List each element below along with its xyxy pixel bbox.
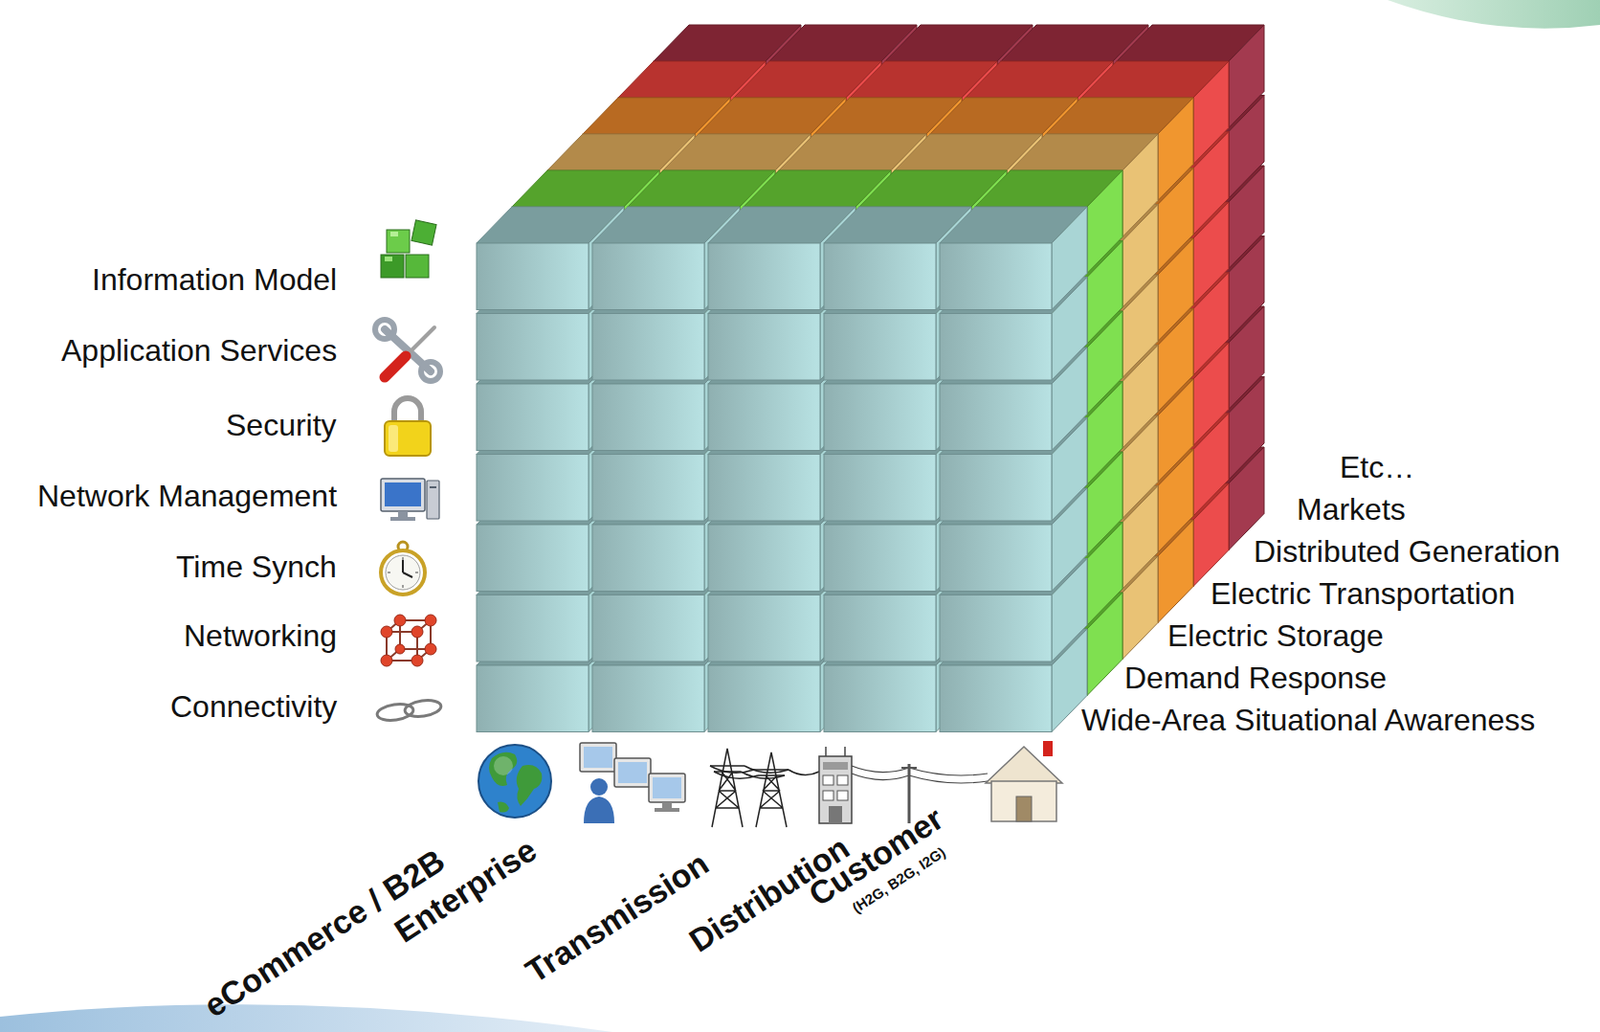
customer-house-icon <box>985 740 1063 822</box>
cube-grid <box>476 24 1265 733</box>
security-padlock-icon <box>384 398 431 456</box>
block-front-face <box>823 595 936 663</box>
block-front-face <box>823 665 936 733</box>
application-label: Etc… <box>1339 451 1415 483</box>
layer-label: Network Management <box>37 480 337 512</box>
block-side-face <box>1051 206 1088 311</box>
block-front-face <box>939 313 1052 381</box>
block-side-face <box>1157 97 1194 201</box>
layer-label: Security <box>225 409 337 441</box>
block-front-face <box>708 595 821 663</box>
block-front-face <box>823 243 936 311</box>
connectivity-chain-icon <box>376 697 443 722</box>
corner-swoosh <box>1387 0 1600 29</box>
application-label: Electric Transportation <box>1210 577 1515 609</box>
block-front-face <box>592 383 705 451</box>
block-side-face <box>1228 24 1265 129</box>
application-label: Markets <box>1296 493 1406 525</box>
block-front-face <box>939 665 1052 733</box>
application-label: Electric Storage <box>1167 620 1384 651</box>
block-front-face <box>592 313 705 381</box>
block-front-face <box>708 454 821 522</box>
block-front-face <box>476 665 589 733</box>
application-label: Distributed Generation <box>1253 535 1560 567</box>
block-side-face <box>1087 170 1123 274</box>
time-synch-clock-icon <box>380 541 425 595</box>
block-front-face <box>592 595 705 663</box>
block-front-face <box>476 313 589 381</box>
block-front-face <box>823 383 936 451</box>
block-front-face <box>592 454 705 522</box>
layer-label: Networking <box>183 620 337 651</box>
block-front-face <box>476 524 589 592</box>
block-front-face <box>939 383 1052 451</box>
block-front-face <box>476 383 589 451</box>
block-front-face <box>823 313 936 381</box>
domain-label: Transmission <box>519 845 713 988</box>
application-label: Demand Response <box>1124 662 1387 693</box>
application-label: Wide-Area Situational Awareness <box>1081 704 1535 735</box>
corner-swoosh <box>0 1003 613 1032</box>
substation-icon <box>819 746 852 823</box>
block-front-face <box>708 243 821 311</box>
cube-block <box>939 206 1088 311</box>
block-front-face <box>592 524 705 592</box>
block-front-face <box>708 665 821 733</box>
block-front-face <box>592 665 705 733</box>
networking-icon <box>380 614 437 667</box>
layer-label: Connectivity <box>170 690 337 722</box>
block-front-face <box>939 243 1052 311</box>
block-front-face <box>476 243 589 311</box>
layer-label: Application Services <box>61 334 337 366</box>
application-services-icon <box>375 319 441 381</box>
globe-icon <box>478 744 552 818</box>
block-front-face <box>708 313 821 381</box>
block-front-face <box>708 524 821 592</box>
block-side-face <box>1193 61 1229 165</box>
transmission-towers-icon <box>710 748 820 827</box>
layer-label: Time Synch <box>176 551 337 582</box>
block-front-face <box>592 243 705 311</box>
block-front-face <box>823 454 936 522</box>
block-front-face <box>476 454 589 522</box>
block-front-face <box>939 595 1052 663</box>
block-front-face <box>708 383 821 451</box>
network-management-icon <box>380 478 440 521</box>
block-side-face <box>1122 133 1158 238</box>
block-front-face <box>476 595 589 663</box>
layer-label: Information Model <box>91 264 337 295</box>
block-front-face <box>939 454 1052 522</box>
block-front-face <box>939 524 1052 592</box>
information-model-icon <box>380 220 437 278</box>
block-front-face <box>823 524 936 592</box>
enterprise-computers-icon <box>579 742 686 823</box>
